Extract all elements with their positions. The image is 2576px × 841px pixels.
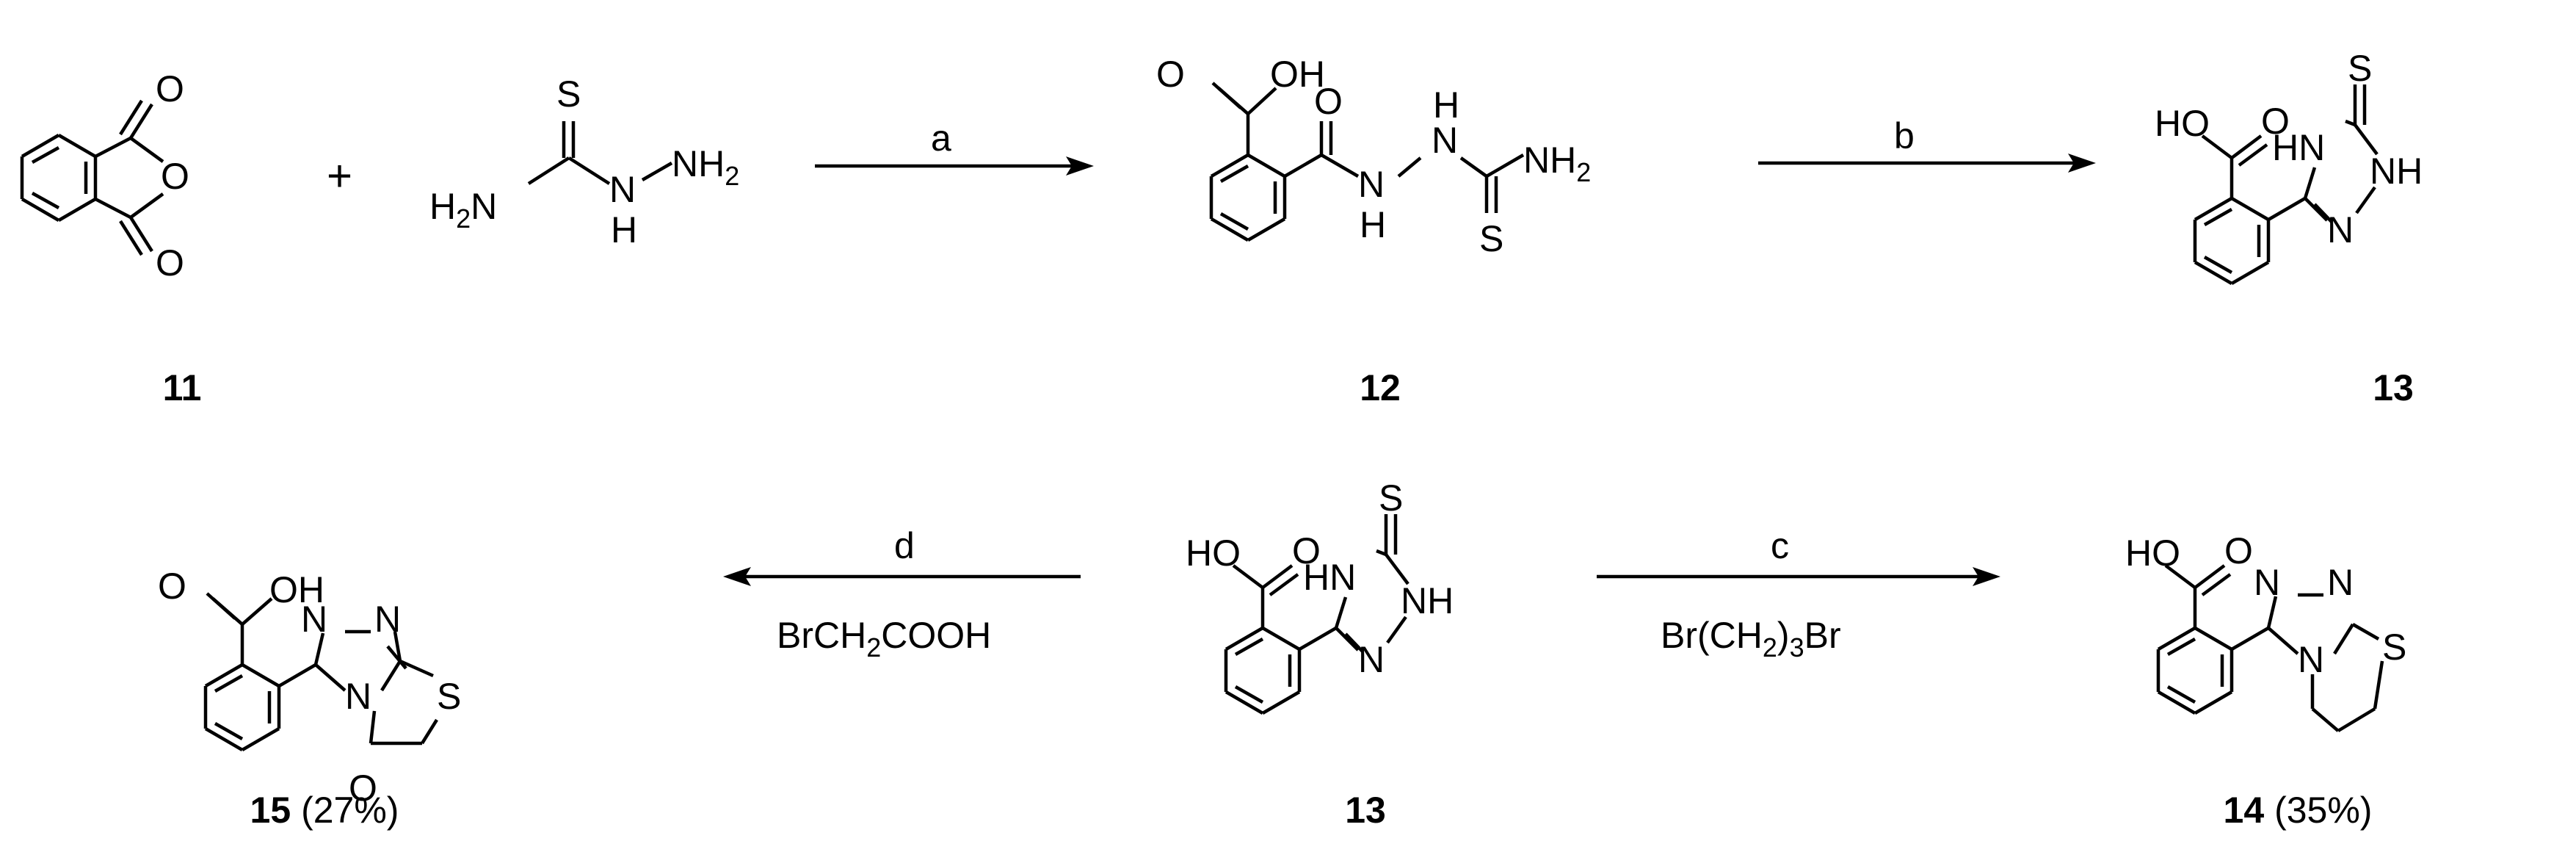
thiosemicarbazide-structure: S H2N N H NH2: [429, 73, 739, 250]
atom-N: N: [2254, 562, 2280, 603]
arrow-a: [815, 156, 1094, 176]
arrow-d-reagent: BrCH2COOH: [777, 615, 991, 663]
atom-N: N: [1358, 164, 1385, 205]
atom-S: S: [556, 73, 581, 115]
atom-S: S: [1379, 477, 1403, 519]
arrow-b-label: b: [1894, 115, 1915, 156]
compound-15-structure: O OH N N N S O: [158, 566, 461, 809]
atom-N: N: [2327, 562, 2354, 603]
atom-O: O: [349, 768, 377, 809]
arrow-d: [723, 567, 1081, 586]
compound-13-top-structure: HO O HN S NH N: [2155, 48, 2423, 285]
atom-O: O: [1314, 81, 1343, 122]
arrow-c-label: c: [1771, 525, 1789, 566]
arrow-d-label: d: [894, 525, 915, 566]
compound-label-14: 14 (35%): [2224, 790, 2373, 831]
arrow-c: [1597, 567, 2000, 586]
compound-12-structure: O OH O N H N H NH2 S: [1156, 54, 1591, 259]
atom-O: O: [161, 156, 189, 197]
compound-label-12: 12: [1360, 367, 1401, 408]
atom-N: N: [374, 599, 401, 640]
atom-O: O: [158, 566, 186, 607]
compound-14-structure: HO O N N N S: [2125, 530, 2406, 732]
atom-HO: HO: [2125, 533, 2180, 574]
compound-label-13-middle: 13: [1345, 790, 1386, 831]
atom-HN: HN: [2272, 127, 2325, 168]
atom-N: N: [1432, 120, 1458, 161]
atom-S: S: [437, 676, 461, 717]
atom-O: O: [2224, 530, 2253, 571]
compound-label-15: 15 (27%): [250, 790, 399, 831]
atom-O: O: [156, 68, 184, 109]
compound-13-middle-structure: HO O HN S NH N: [1186, 477, 1454, 715]
atom-OH: OH: [269, 569, 324, 610]
arrow-b: [1758, 154, 2096, 173]
atom-S: S: [1479, 218, 1503, 259]
atom-S: S: [2382, 627, 2406, 668]
atom-N: N: [345, 676, 371, 717]
atom-N: N: [301, 599, 327, 640]
atom-N: N: [609, 169, 636, 210]
compound-label-11: 11: [163, 367, 202, 408]
compound-label-13-top: 13: [2373, 367, 2414, 408]
atom-O: O: [156, 242, 184, 284]
atom-NH: NH: [2370, 151, 2423, 192]
arrow-c-reagent: Br(CH2)3Br: [1661, 615, 1841, 663]
atom-H: H: [1433, 84, 1459, 126]
atom-HN: HN: [1303, 557, 1356, 598]
atom-HO: HO: [1186, 533, 1241, 574]
atom-N: N: [2327, 209, 2354, 250]
plus-sign: +: [327, 151, 352, 201]
atom-NH2: NH2: [672, 143, 739, 191]
atom-H: H: [611, 209, 637, 250]
atom-N: N: [1358, 639, 1385, 680]
atom-S: S: [2348, 48, 2372, 89]
atom-N: N: [2298, 639, 2324, 680]
atom-O: O: [2261, 101, 2290, 142]
atom-HO: HO: [2155, 103, 2210, 144]
atom-OH: OH: [1270, 54, 1325, 95]
atom-O: O: [1156, 54, 1185, 95]
atom-H2N: H2N: [429, 186, 497, 234]
compound-11-structure: O O O: [20, 68, 189, 284]
atom-H: H: [1360, 204, 1386, 245]
atom-O: O: [1292, 530, 1321, 571]
atom-NH2: NH2: [1523, 140, 1591, 187]
arrow-a-label: a: [931, 118, 951, 159]
atom-NH: NH: [1401, 580, 1454, 621]
